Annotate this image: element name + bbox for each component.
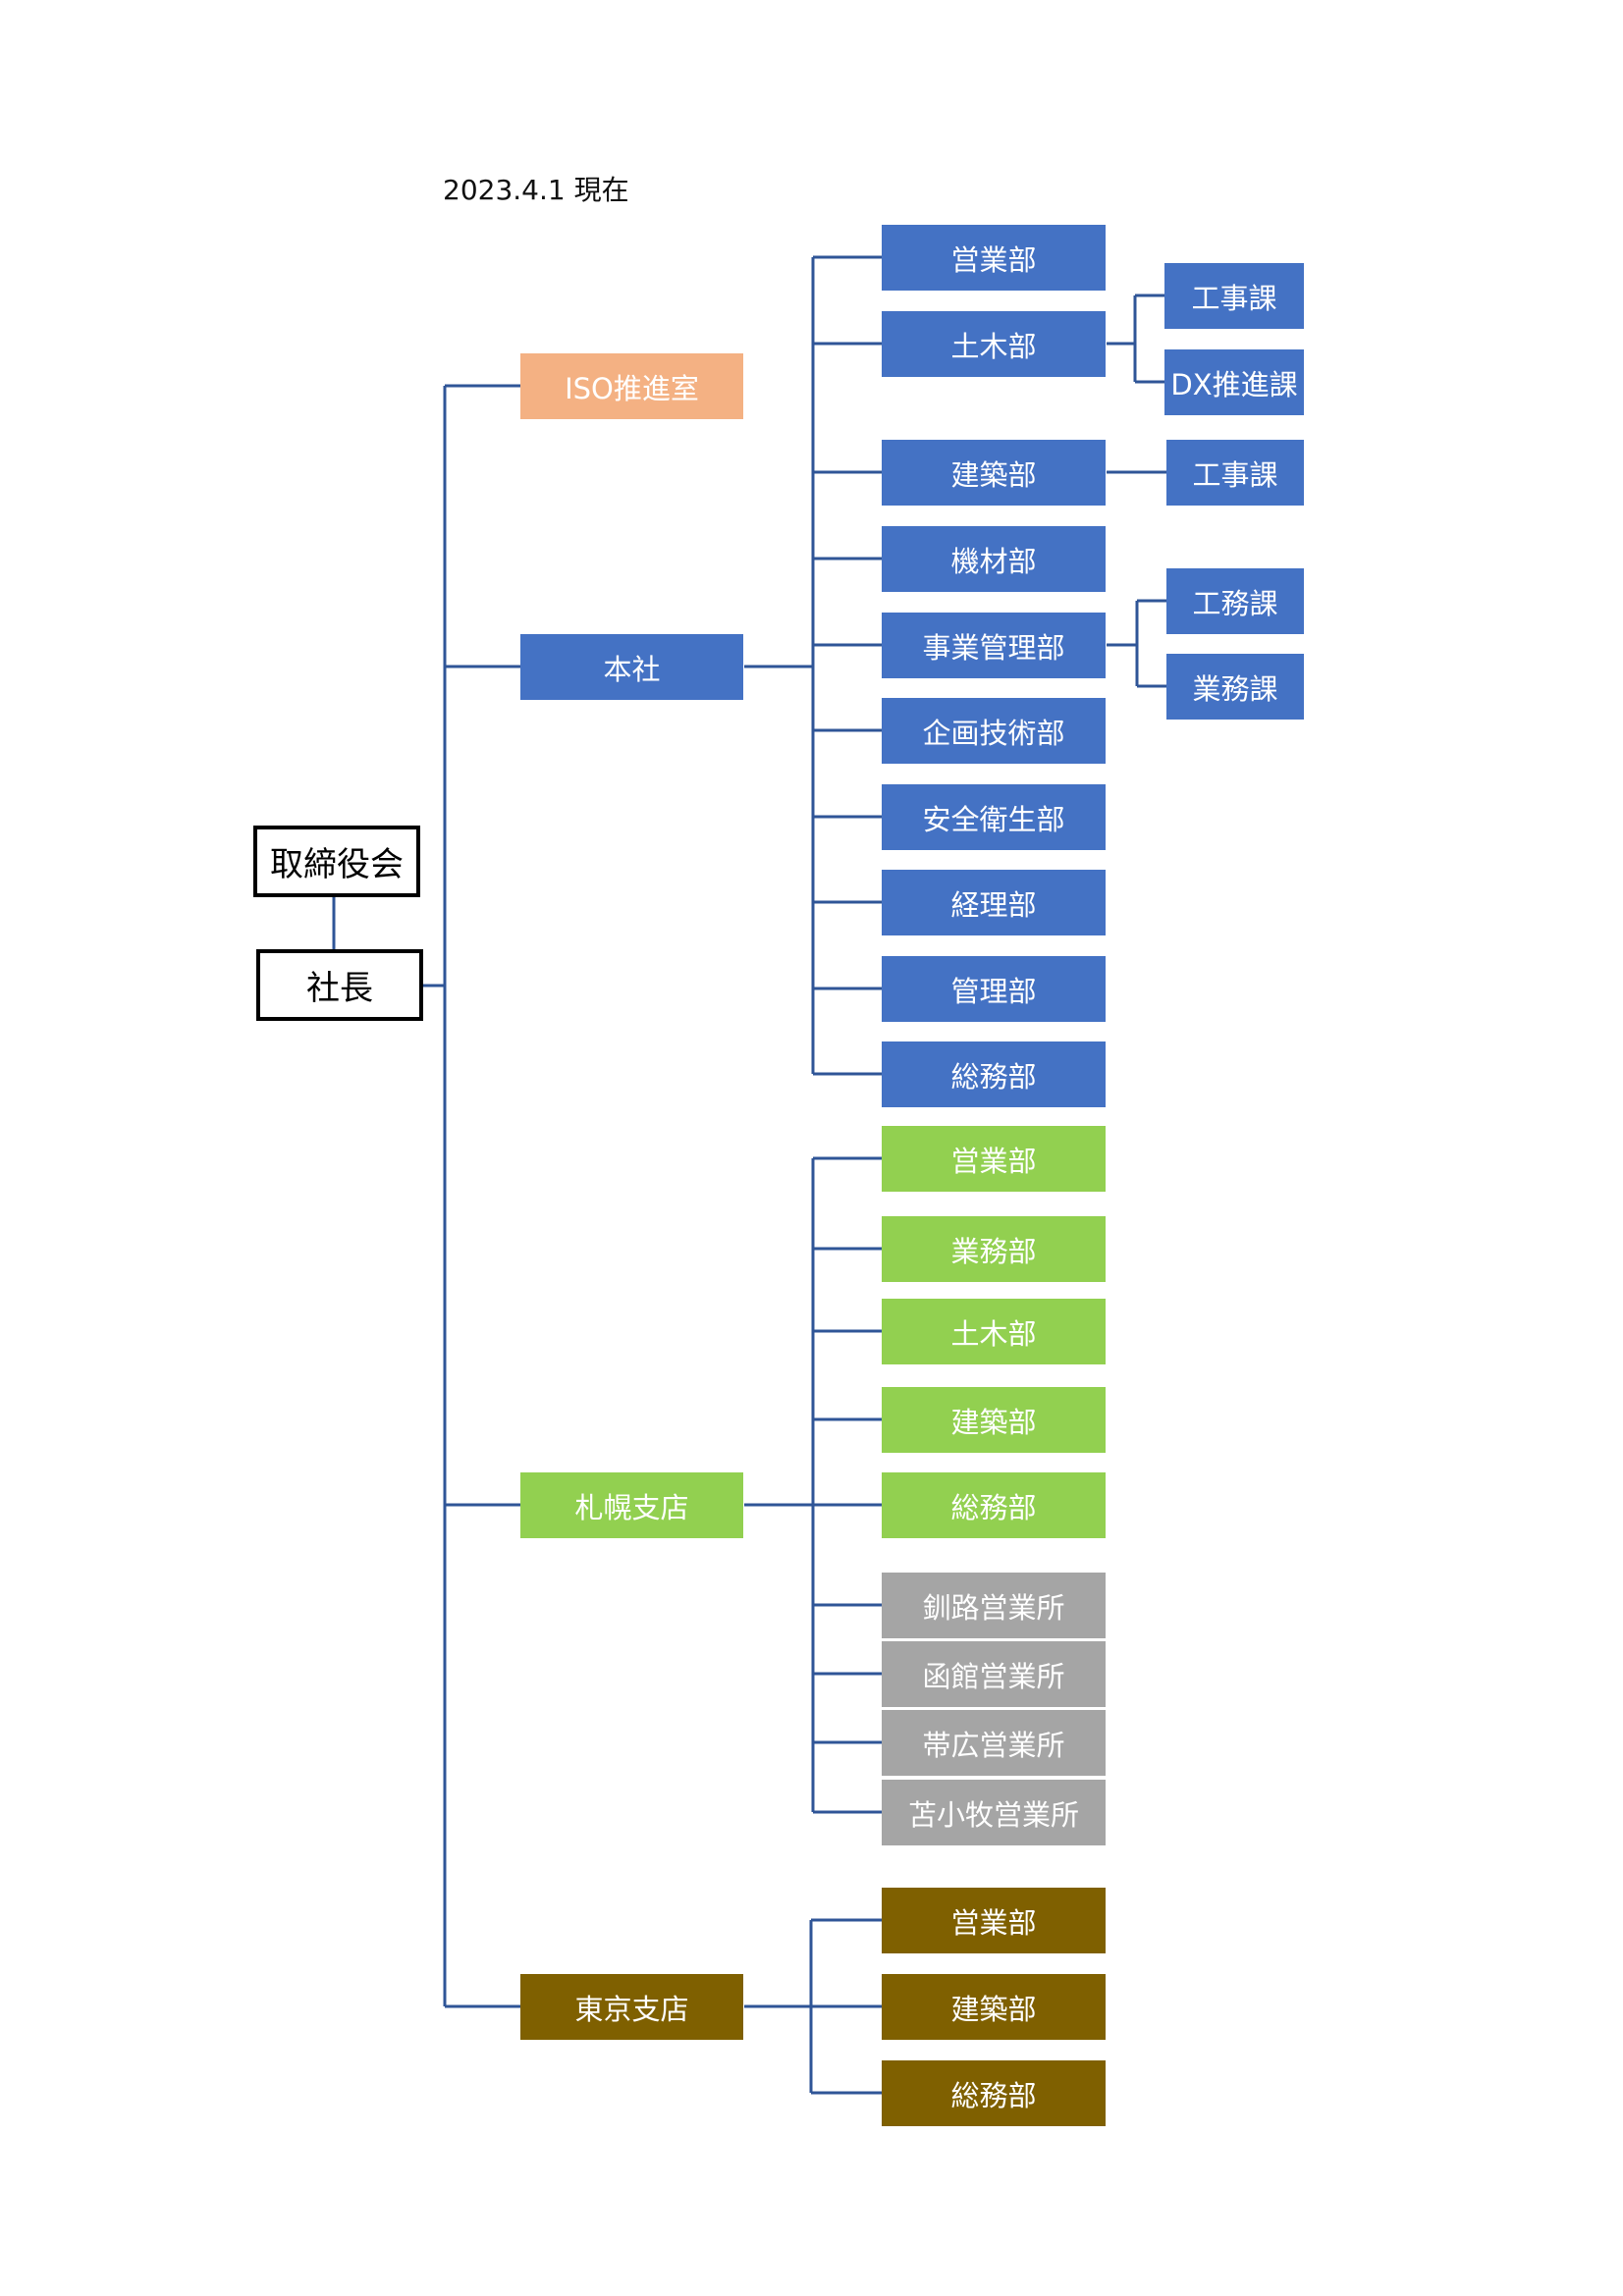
tokyo-dept-box: 建築部: [882, 1974, 1106, 2040]
headquarters-box: 本社: [520, 634, 743, 700]
as-of-date: 2023.4.1 現在: [443, 174, 629, 206]
section-box: 工事課: [1166, 440, 1304, 506]
honsha-dept-box: 土木部: [882, 311, 1106, 377]
section-box: 工事課: [1164, 263, 1304, 329]
sapporo-branch-box: 札幌支店: [520, 1472, 743, 1538]
sapporo-dept-box: 土木部: [882, 1299, 1106, 1364]
sapporo-dept-box: 総務部: [882, 1472, 1106, 1538]
sapporo-dept-box: 営業部: [882, 1126, 1106, 1192]
honsha-dept-box: 安全衛生部: [882, 784, 1106, 850]
section-box: 業務課: [1166, 654, 1304, 720]
board-box: 取締役会: [253, 826, 420, 897]
section-box: DX推進課: [1164, 349, 1304, 415]
honsha-dept-box: 機材部: [882, 526, 1106, 592]
sales-office-box: 帯広営業所: [882, 1710, 1106, 1776]
honsha-dept-box: 建築部: [882, 440, 1106, 506]
sapporo-dept-box: 建築部: [882, 1387, 1106, 1453]
sales-office-box: 苫小牧営業所: [882, 1780, 1106, 1845]
tokyo-branch-box: 東京支店: [520, 1974, 743, 2040]
honsha-dept-box: 管理部: [882, 956, 1106, 1022]
iso-office-box: ISO推進室: [520, 353, 743, 419]
honsha-dept-box: 事業管理部: [882, 613, 1106, 678]
sapporo-dept-box: 業務部: [882, 1216, 1106, 1282]
president-box: 社長: [256, 949, 423, 1021]
honsha-dept-box: 営業部: [882, 225, 1106, 291]
sales-office-box: 釧路営業所: [882, 1573, 1106, 1638]
honsha-dept-box: 企画技術部: [882, 698, 1106, 764]
section-box: 工務課: [1166, 568, 1304, 634]
tokyo-dept-box: 総務部: [882, 2060, 1106, 2126]
sales-office-box: 函館営業所: [882, 1641, 1106, 1707]
honsha-dept-box: 経理部: [882, 870, 1106, 935]
honsha-dept-box: 総務部: [882, 1041, 1106, 1107]
tokyo-dept-box: 営業部: [882, 1888, 1106, 1953]
